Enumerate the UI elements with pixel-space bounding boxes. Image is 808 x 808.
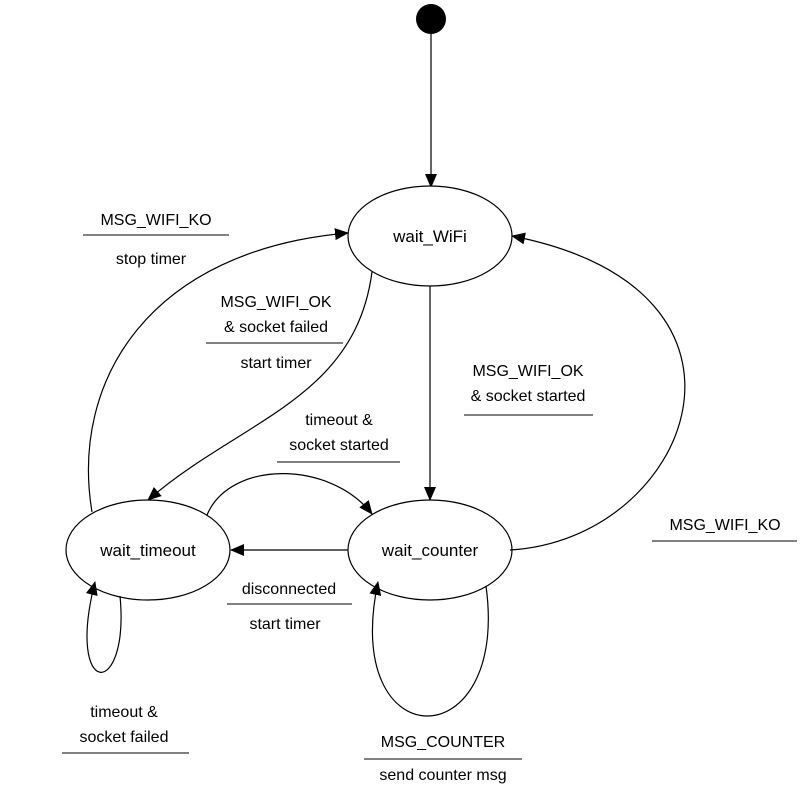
state-wait-wifi: wait_WiFi: [347, 185, 513, 287]
state-wait-wifi-label: wait_WiFi: [392, 227, 467, 246]
label-counter-event: MSG_COUNTER: [381, 734, 505, 751]
label-wifi-ok-started-condition: & socket started: [471, 388, 586, 405]
transition-counter-self-loop: [369, 581, 489, 717]
label-wifi-ko-right: MSG_WIFI_KO: [652, 517, 797, 542]
transition-wifi-ko-to-wait-wifi: [87, 228, 349, 513]
transition-wifi-ko-to-wait-wifi-right: [509, 232, 686, 551]
label-wifi-ok-started-event: MSG_WIFI_OK: [472, 363, 583, 380]
label-disconnected: disconnected start timer: [227, 581, 352, 633]
label-wifi-ok-failed-condition: & socket failed: [224, 319, 328, 336]
state-wait-timeout: wait_timeout: [65, 499, 231, 601]
label-wifi-ok-failed: MSG_WIFI_OK & socket failed start timer: [206, 294, 343, 372]
label-disconnected-action: start timer: [249, 616, 321, 633]
label-wifi-ko-right-event: MSG_WIFI_KO: [669, 517, 780, 534]
state-wait-counter: wait_counter: [347, 499, 513, 601]
label-timeout-started-condition: socket started: [289, 437, 389, 454]
label-timeout-failed-condition: socket failed: [80, 729, 169, 746]
label-timeout-started-event: timeout &: [305, 412, 373, 429]
transition-timeout-failed-self-loop: [85, 581, 122, 673]
label-disconnected-event: disconnected: [242, 581, 336, 598]
label-timeout-failed-event: timeout &: [90, 704, 158, 721]
transition-wifi-ok-failed-to-wait-timeout: [147, 271, 373, 501]
label-counter: MSG_COUNTER send counter msg: [364, 734, 522, 784]
label-wifi-ko-top-event: MSG_WIFI_KO: [100, 212, 211, 229]
transition-timeout-started-to-wait-counter: [206, 473, 373, 516]
label-wifi-ok-started: MSG_WIFI_OK & socket started: [464, 363, 593, 416]
label-wifi-ko-top-action: stop timer: [116, 251, 187, 268]
initial-state-dot: [416, 4, 446, 34]
state-wait-timeout-label: wait_timeout: [99, 541, 196, 560]
label-wifi-ok-failed-action: start timer: [240, 355, 312, 372]
label-timeout-started: timeout & socket started: [277, 412, 400, 463]
label-wifi-ok-failed-event: MSG_WIFI_OK: [220, 294, 331, 311]
label-timeout-failed: timeout & socket failed: [62, 704, 189, 754]
label-counter-action: send counter msg: [379, 767, 506, 784]
state-wait-counter-label: wait_counter: [381, 541, 479, 560]
label-wifi-ko-top: MSG_WIFI_KO stop timer: [83, 212, 229, 268]
